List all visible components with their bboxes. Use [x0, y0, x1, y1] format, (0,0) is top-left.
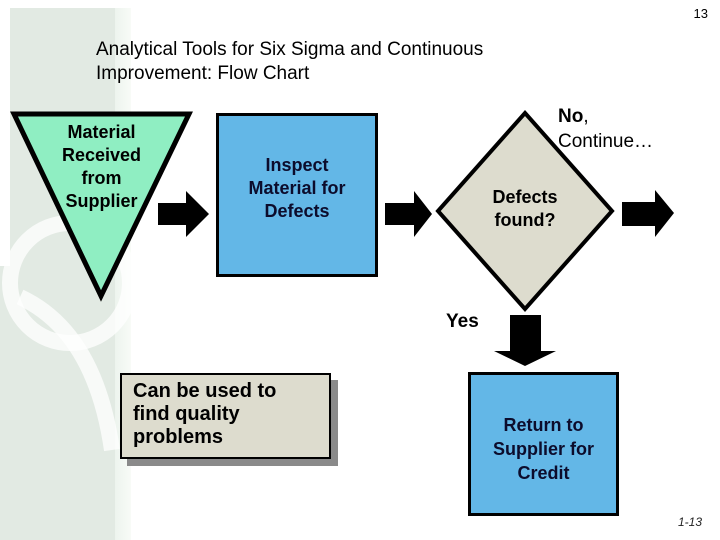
triangle-line: Material [67, 122, 136, 142]
flow-arrow-right-1-icon [158, 191, 209, 237]
return-line: Supplier for [492, 439, 594, 459]
decision-diamond-shape [435, 109, 615, 313]
return-line: Return to [503, 415, 584, 435]
slide-title-line1: Analytical Tools for Six Sigma and Conti… [96, 39, 484, 60]
flow-arrow-right-2-icon [385, 191, 432, 237]
decision-line: Defects [492, 187, 558, 207]
note-box: Can be used to find quality problems [120, 373, 331, 459]
note-line: problems [133, 426, 224, 448]
flow-arrow-right-3-icon [622, 190, 674, 237]
return-line: Credit [517, 463, 570, 483]
note-line: Can be used to [133, 380, 277, 402]
no-branch-line1: No, [558, 104, 653, 129]
slide-title-line2: Improvement: Flow Chart [96, 63, 310, 84]
triangle-line: Received [61, 145, 142, 165]
decision-diamond-label: Defects found? [465, 186, 585, 232]
no-branch-label: No, Continue… [558, 104, 653, 154]
flow-arrow-down-icon [494, 315, 556, 366]
inspect-line: Material for [248, 177, 346, 198]
yes-branch-label: Yes [446, 311, 479, 332]
start-triangle-label: Material Received from Supplier [39, 121, 164, 213]
inspect-line: Inspect [265, 154, 329, 175]
left-accent-band-lower [0, 266, 10, 540]
process-box-return: Return to Supplier for Credit [468, 372, 619, 516]
process-box-inspect: Inspect Material for Defects [216, 113, 378, 277]
triangle-line: from [81, 168, 122, 188]
no-word: No [558, 106, 584, 127]
slide-title: Analytical Tools for Six Sigma and Conti… [96, 38, 556, 86]
no-comma: , [583, 106, 589, 127]
inspect-line: Defects [264, 200, 330, 221]
no-branch-line2: Continue… [558, 131, 654, 152]
footer-page-number: 1-13 [678, 515, 703, 529]
slide-page-number: 13 [693, 6, 708, 21]
decision-line: found? [494, 210, 556, 230]
triangle-line: Supplier [65, 191, 138, 211]
note-line: find quality [133, 403, 240, 425]
start-triangle-shape [10, 111, 193, 302]
